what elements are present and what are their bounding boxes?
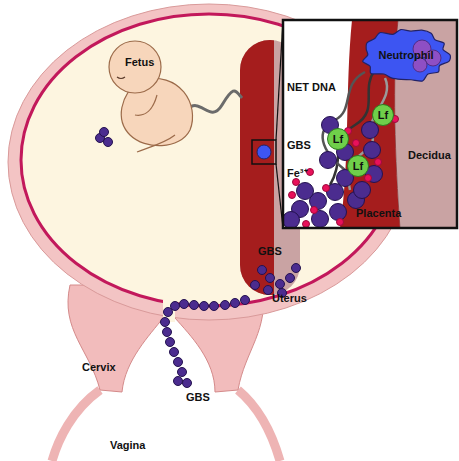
gbs-bacterium (364, 142, 381, 159)
gbs-bacterium (251, 281, 260, 290)
node-label: Neutrophil (379, 50, 434, 61)
neutrophil-small (257, 145, 271, 159)
part-label: Cervix (82, 362, 116, 373)
fetus-leg (137, 135, 175, 152)
gbs-bacterium (266, 274, 275, 283)
gbs-bacterium (180, 300, 189, 309)
iron-ion (293, 179, 300, 186)
gbs-bacterium (292, 264, 301, 273)
part-label: NET DNA (287, 82, 336, 93)
node-label: Lf (378, 110, 388, 121)
iron-ion (375, 159, 382, 166)
gbs-bacterium (200, 302, 209, 311)
lactoferrin-circle: Lf (372, 104, 394, 126)
part-label: GBS (258, 246, 282, 257)
zoom-box (252, 140, 276, 164)
iron-ion (289, 192, 296, 199)
gbs-bacterium (354, 182, 371, 199)
gbs-bacterium (330, 204, 347, 221)
gbs-bacterium (166, 338, 175, 347)
vaginal-wall (238, 390, 280, 461)
iron-ion (337, 219, 344, 226)
iron-ion (303, 221, 310, 228)
part-label: GBS (186, 392, 210, 403)
node-label: Fetus (125, 57, 154, 68)
gbs-bacterium (320, 152, 337, 169)
iron-ion (311, 207, 318, 214)
gbs-bacterium (231, 299, 240, 308)
gbs-bacterium (241, 296, 250, 305)
inset-frame (283, 20, 457, 228)
gbs-bacterium (174, 358, 183, 367)
gbs-bacterium (183, 379, 192, 388)
gbs-bacterium (286, 274, 295, 283)
vaginal-wall (52, 390, 100, 461)
gbs-bacterium (190, 301, 199, 310)
fetus-figure: Fetus (95, 35, 205, 157)
gbs-chain (96, 128, 301, 388)
iron-ion (323, 185, 330, 192)
gbs-bacterium (297, 183, 314, 200)
part-label: Decidua (408, 150, 451, 161)
inset-background (283, 20, 457, 228)
gbs-bacterium (210, 302, 219, 311)
part-label: Uterus (272, 293, 307, 304)
neutrophil-cell: Neutrophil (360, 27, 452, 83)
gbs-bacterium (104, 138, 113, 147)
gbs-bacterium (161, 318, 170, 327)
fetus-eye (117, 77, 125, 79)
gbs-bacterium (258, 266, 267, 275)
gbs-bacterium (178, 368, 187, 377)
part-label: GBS (287, 140, 311, 151)
inset-content (283, 20, 457, 228)
fetus-arm (135, 95, 157, 115)
iron-ion (353, 140, 360, 147)
uterus-wall (8, 4, 410, 320)
fetus-outline (95, 35, 205, 157)
cervix-shape (68, 285, 264, 392)
gbs-bacterium (221, 301, 230, 310)
gbs-bacterium (100, 128, 109, 137)
gbs-bacterium (276, 280, 285, 289)
fetus-head (109, 41, 161, 93)
neutrophil-membrane (363, 30, 451, 82)
iron-ion (365, 175, 372, 182)
node-label: Lf (333, 134, 343, 145)
lactoferrin-circle: Lf (327, 128, 349, 150)
umbilical-cord (187, 91, 242, 112)
part-label: Vagina (110, 440, 145, 451)
part-label: Placenta (356, 208, 401, 219)
iron-ion (307, 169, 314, 176)
lactoferrin-circle: Lf (347, 155, 369, 177)
gbs-bacterium (164, 308, 173, 317)
gbs-bacterium (170, 348, 179, 357)
gbs-bacterium (174, 377, 183, 386)
gbs-bacterium (264, 286, 273, 295)
gbs-bacterium (163, 328, 172, 337)
gbs-bacterium (283, 212, 300, 229)
node-label: Lf (353, 161, 363, 172)
part-label: Fe³⁺ (287, 168, 308, 179)
